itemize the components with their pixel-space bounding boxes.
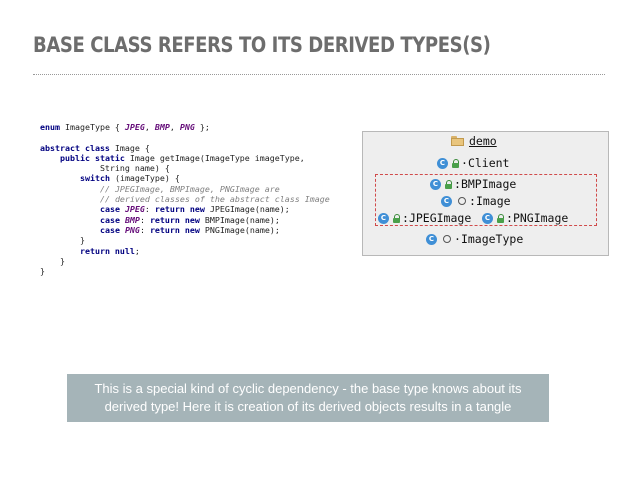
lock-icon [451, 158, 460, 168]
code-line: } [40, 266, 45, 276]
folder-icon [451, 136, 464, 146]
node-prefix: : [454, 177, 461, 191]
code-line: abstract class Image { [40, 143, 150, 153]
package-label: demo [469, 134, 497, 148]
node-pngimage: C : PNGImage [482, 211, 568, 225]
node-label: PNGImage [512, 211, 569, 225]
code-token [40, 173, 80, 183]
caption-text: This is a special kind of cyclic depende… [94, 381, 522, 414]
code-token: PNG [124, 224, 140, 235]
node-image: C : Image [441, 194, 511, 208]
lock-icon [392, 213, 401, 223]
code-token: enum [40, 122, 60, 132]
slide-title: BASE CLASS REFERS TO ITS DERIVED TYPES(S… [33, 33, 491, 57]
code-token: : [139, 224, 150, 235]
code-token [40, 153, 60, 163]
class-icon: C [437, 157, 448, 169]
class-icon: C [378, 212, 389, 224]
code-line: } [40, 256, 65, 266]
code-token: : [144, 204, 155, 215]
code-line: } [40, 235, 85, 245]
code-token: String name) { [40, 163, 170, 174]
package-demo: demo [451, 134, 497, 148]
code-token: } [40, 235, 85, 246]
node-label: ImageType [460, 232, 524, 246]
class-icon: C [482, 212, 493, 224]
code-token: , [169, 122, 180, 132]
code-line: case BMP: return new BMPImage(name); [40, 215, 280, 225]
code-token: // JPEGImage, BMPImage, PNGImage are [99, 183, 280, 194]
code-line: return null; [40, 246, 140, 256]
code-line: case PNG: return new PNGImage(name); [40, 225, 280, 235]
code-line: String name) { [40, 163, 170, 173]
cycle-boundary [375, 174, 597, 226]
code-token: case [99, 204, 120, 215]
lock-icon [444, 179, 453, 189]
code-token: }; [194, 122, 210, 132]
code-token: JPEGImage(name); [204, 204, 290, 215]
code-token: (imageType) { [109, 173, 180, 184]
code-token: } [40, 266, 45, 277]
code-block: enum ImageType { JPEG, BMP, PNG }; abstr… [40, 122, 330, 276]
code-token: BMPImage(name); [199, 214, 280, 225]
code-line: case JPEG: return new JPEGImage(name); [40, 204, 290, 214]
node-label: JPEGImage [408, 211, 472, 225]
code-token: ImageType { [59, 122, 125, 132]
code-token [40, 184, 100, 194]
node-label: BMPImage [460, 177, 517, 191]
class-icon: C [426, 233, 437, 245]
code-token: // derived classes of the abstract class… [99, 194, 330, 205]
node-label: Image [475, 194, 511, 208]
code-token: Image getImage(ImageType imageType, [124, 152, 305, 163]
code-token [40, 215, 100, 225]
node-prefix: · [454, 232, 461, 246]
code-token: public static [59, 152, 125, 163]
code-line: enum ImageType { JPEG, BMP, PNG }; [40, 122, 210, 132]
code-token: return new [149, 224, 200, 235]
node-prefix: : [402, 211, 409, 225]
code-token: , [144, 122, 155, 132]
code-line: switch (imageType) { [40, 173, 180, 183]
code-token [40, 204, 100, 214]
code-token: abstract class [40, 142, 110, 153]
code-token: return null [79, 245, 135, 256]
node-prefix: : [506, 211, 513, 225]
class-icon: C [441, 195, 452, 207]
visibility-icon [458, 197, 466, 205]
code-token [40, 225, 100, 235]
code-token: case [99, 214, 120, 225]
code-token: JPEG [124, 122, 145, 132]
title-divider [33, 74, 605, 75]
code-token: ; [134, 245, 140, 256]
node-prefix: · [461, 156, 468, 170]
node-bmpimage: C : BMPImage [430, 177, 516, 191]
code-token: PNG [179, 122, 195, 132]
code-token: } [40, 255, 65, 266]
code-token: JPEG [124, 204, 145, 215]
code-token: Image { [109, 142, 150, 153]
code-token: switch [79, 173, 110, 184]
node-prefix: : [469, 194, 476, 208]
code-line: // JPEGImage, BMPImage, PNGImage are [40, 184, 280, 194]
code-token: PNGImage(name); [199, 224, 280, 235]
code-line: public static Image getImage(ImageType i… [40, 153, 305, 163]
dependency-diagram: demo C · Client C : BMPImage C : Image C… [362, 131, 609, 256]
lock-icon [496, 213, 505, 223]
code-token: : [139, 214, 150, 225]
visibility-icon [443, 235, 451, 243]
code-token [40, 194, 100, 204]
code-token [40, 246, 80, 256]
code-token: BMP [124, 214, 140, 225]
node-label: Client [467, 156, 510, 170]
code-line: // derived classes of the abstract class… [40, 194, 330, 204]
node-client: C · Client [437, 156, 509, 170]
code-token: return new [154, 204, 205, 215]
node-jpegimage: C : JPEGImage [378, 211, 471, 225]
caption-banner: This is a special kind of cyclic depende… [67, 374, 549, 422]
node-imagetype: C · ImageType [426, 232, 523, 246]
code-token: BMP [154, 122, 170, 132]
code-token: return new [149, 214, 200, 225]
class-icon: C [430, 178, 441, 190]
code-token: case [99, 224, 120, 235]
